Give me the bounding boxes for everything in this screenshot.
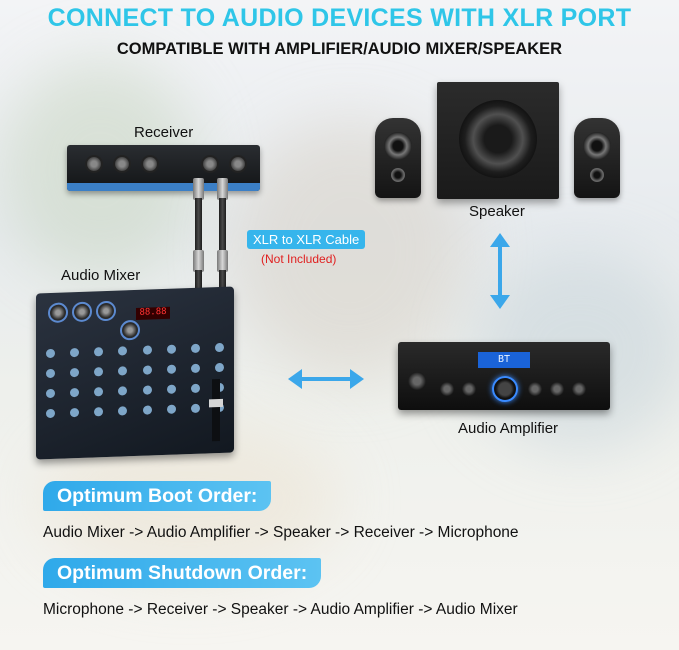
receiver-device-image — [67, 145, 260, 191]
double-arrow-horizontal-icon — [288, 369, 364, 389]
page-subtitle: COMPATIBLE WITH AMPLIFIER/AUDIO MIXER/SP… — [116, 40, 563, 58]
shutdown-order-sequence: Microphone -> Receiver -> Speaker -> Aud… — [43, 601, 518, 618]
xlr-plug-icon — [193, 250, 204, 272]
xlr-jack-icon — [120, 319, 140, 341]
master-fader — [212, 379, 220, 442]
xlr-port-icon — [85, 155, 103, 173]
xlr-port-icon — [229, 155, 247, 173]
xlr-port-icon — [201, 155, 219, 173]
boot-order-sequence: Audio Mixer -> Audio Amplifier -> Speake… — [43, 524, 519, 541]
satellite-speaker-right-image — [574, 118, 620, 198]
cable-not-included-note: (Not Included) — [261, 252, 337, 266]
xlr-jack-icon — [48, 302, 68, 324]
xlr-port-icon — [141, 155, 159, 173]
xlr-plug-icon — [193, 178, 204, 200]
mixer-display: 88.88 — [136, 306, 170, 320]
background-blur — [230, 120, 470, 380]
xlr-plug-icon — [217, 250, 228, 272]
xlr-jack-icon — [72, 301, 92, 323]
audio-amplifier-device-image: BT — [398, 342, 610, 410]
amp-display: BT — [478, 352, 530, 368]
receiver-label-strip — [67, 183, 260, 191]
fader-cap — [209, 398, 223, 408]
subwoofer-image — [437, 82, 559, 199]
receiver-label: Receiver — [134, 124, 194, 141]
speaker-label: Speaker — [469, 203, 525, 220]
xlr-cable — [195, 270, 202, 292]
mixer-label: Audio Mixer — [61, 267, 141, 284]
double-arrow-vertical-icon — [490, 233, 510, 309]
xlr-cable — [219, 198, 226, 250]
knob-row — [46, 382, 224, 399]
xlr-jack-icon — [96, 300, 116, 322]
boot-order-heading: Optimum Boot Order: — [43, 481, 272, 511]
xlr-cable — [219, 270, 226, 292]
knob-row — [46, 402, 224, 419]
satellite-speaker-left-image — [375, 118, 421, 198]
cable-label-badge: XLR to XLR Cable — [247, 230, 366, 249]
knob-row — [46, 362, 224, 379]
shutdown-order-heading: Optimum Shutdown Order: — [43, 558, 322, 588]
page-title: CONNECT TO AUDIO DEVICES WITH XLR PORT — [47, 4, 632, 32]
volume-knob — [492, 376, 518, 402]
xlr-port-icon — [113, 155, 131, 173]
knob-row — [46, 342, 224, 359]
xlr-cable — [195, 198, 202, 250]
amplifier-label: Audio Amplifier — [458, 420, 559, 437]
xlr-plug-icon — [217, 178, 228, 200]
audio-mixer-device-image: 88.88 — [36, 286, 234, 460]
